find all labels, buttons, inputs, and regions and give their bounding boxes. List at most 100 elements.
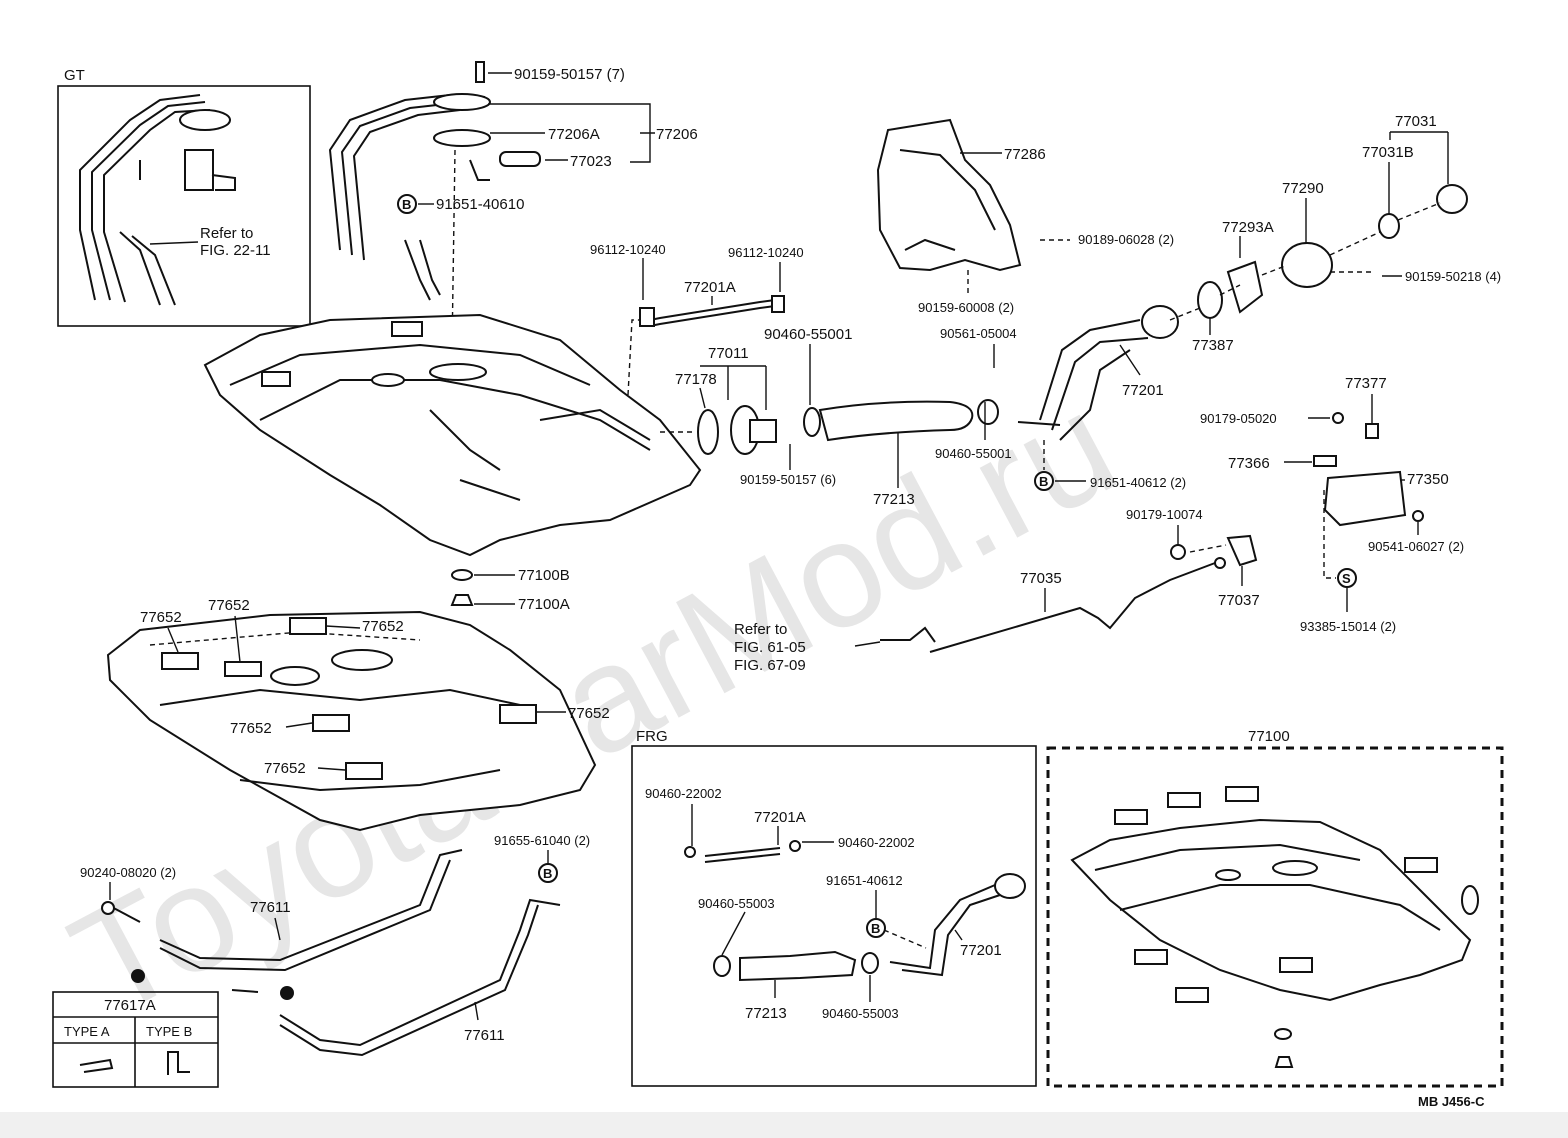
circle-b-marker-4: B: [866, 918, 886, 938]
figure-code: MB J456-C: [1418, 1094, 1485, 1109]
label-93385-15014: 93385-15014 (2): [1300, 619, 1396, 634]
label-90460-22002-b: 90460-22002: [838, 835, 915, 850]
refer-b-line-3: FIG. 67-09: [734, 657, 806, 674]
circle-b-marker-2: B: [1034, 471, 1054, 491]
label-90460-22002-a: 90460-22002: [645, 786, 722, 801]
label-90179-05020: 90179-05020: [1200, 411, 1277, 426]
label-77178: 77178: [675, 371, 717, 388]
label-77206: 77206: [656, 126, 698, 143]
label-77213-frg: 77213: [745, 1005, 787, 1022]
leader-77011: [700, 365, 767, 410]
type-table-col-a: TYPE A: [64, 1024, 110, 1039]
label-77031: 77031: [1395, 113, 1437, 130]
label-77652-6: 77652: [264, 760, 306, 777]
label-77023: 77023: [570, 153, 612, 170]
type-marker-dot-b: [280, 986, 294, 1000]
type-marker-dot-a: [131, 969, 145, 983]
frg-inset-title: FRG: [636, 728, 668, 745]
frg-inset-frame: [631, 745, 1037, 1087]
tank-bottom-drawing: [106, 610, 597, 832]
tank-assembly-frame: [1046, 746, 1504, 1088]
label-77611-a: 77611: [250, 899, 291, 916]
circle-b-text-3: B: [543, 866, 552, 881]
gt-refer-leader: [149, 241, 199, 245]
label-77652-5: 77652: [568, 705, 610, 722]
label-96112-10240-b: 96112-10240: [728, 245, 804, 260]
circle-b-marker: B: [397, 194, 417, 214]
label-77652-3: 77652: [362, 618, 404, 635]
circle-s-marker: S: [1337, 568, 1357, 588]
label-77037: 77037: [1218, 592, 1260, 609]
tank-assembly-drawing: [1070, 786, 1479, 1068]
circle-b-marker-3: B: [538, 863, 558, 883]
leader-77652-6: [317, 767, 346, 771]
label-77201: 77201: [1122, 382, 1164, 399]
label-77652-1: 77652: [140, 609, 182, 626]
leader-90460-55003-a: [721, 911, 746, 956]
gt-refer-line-2: FIG. 22-11: [200, 242, 271, 259]
label-77290: 77290: [1282, 180, 1324, 197]
label-90159-50157-6: 90159-50157 (6): [740, 472, 836, 487]
leader-77201: [1119, 344, 1141, 376]
leader-77652-3: [325, 625, 361, 629]
type-table: 77617A TYPE A TYPE B: [52, 991, 219, 1088]
label-77286: 77286: [1004, 146, 1046, 163]
leader-refer-b: [854, 641, 881, 647]
heat-shield-drawing: [876, 118, 1022, 272]
filler-pipe-drawing: [1017, 184, 1468, 441]
label-77652-2: 77652: [208, 597, 250, 614]
label-91651-40612-frg: 91651-40612: [826, 873, 903, 888]
leader-77652-4: [285, 722, 313, 728]
label-91651-40612-2: 91651-40612 (2): [1090, 475, 1186, 490]
gt-refer-line-1: Refer to: [200, 225, 253, 242]
label-96112-10240-a: 96112-10240: [590, 242, 666, 257]
frg-parts-drawing: [684, 840, 1026, 982]
leader-77201-frg: [954, 929, 963, 941]
label-90460-55003-a: 90460-55003: [698, 896, 775, 911]
label-91655-61040: 91655-61040 (2): [494, 833, 590, 848]
label-90541-06027: 90541-06027 (2): [1368, 539, 1464, 554]
refer-b-line-1: Refer to: [734, 621, 787, 638]
circle-b-text-4: B: [871, 921, 880, 936]
label-77100a: 77100A: [518, 596, 570, 613]
label-77387: 77387: [1192, 337, 1234, 354]
gt-inset-title: GT: [64, 67, 85, 84]
label-77611-b: 77611: [464, 1027, 505, 1044]
label-77100: 77100: [1248, 728, 1290, 745]
label-77100b: 77100B: [518, 567, 570, 584]
leader-77031: [1389, 131, 1449, 184]
gt-inset: GT Refer to FIG. 22-11: [57, 67, 311, 327]
tank-assembly-inset: 77100: [1046, 728, 1504, 1088]
label-77213: 77213: [873, 491, 915, 508]
fuel-lid-drawing: [1313, 412, 1424, 579]
label-90460-55001-b: 90460-55001: [935, 446, 1012, 461]
label-90159-50218: 90159-50218 (4): [1405, 269, 1501, 284]
circle-s-text: S: [1342, 571, 1351, 586]
label-91651-40610: 91651-40610: [436, 196, 524, 213]
label-77377: 77377: [1345, 375, 1387, 392]
label-90159-60008: 90159-60008 (2): [918, 300, 1014, 315]
leader-77652-1: [167, 627, 179, 653]
label-90189-06028: 90189-06028 (2): [1078, 232, 1174, 247]
label-77201a-frg: 77201A: [754, 809, 806, 826]
label-90460-55003-b: 90460-55003: [822, 1006, 899, 1021]
label-77366: 77366: [1228, 455, 1270, 472]
leader-77652-2: [234, 615, 241, 663]
label-77031b: 77031B: [1362, 144, 1414, 161]
label-77206a: 77206A: [548, 126, 600, 143]
type-table-title: 77617A: [104, 997, 156, 1014]
leader-77206-group: [488, 103, 655, 163]
label-77201-frg: 77201: [960, 942, 1002, 959]
label-90561-05004: 90561-05004: [940, 326, 1017, 341]
label-77011: 77011: [708, 345, 749, 362]
frg-inset: FRG 90460-22002 77201A 90460-22002 91651…: [631, 728, 1037, 1087]
gt-fuel-lines-drawing: [79, 94, 236, 306]
label-77201a: 77201A: [684, 279, 736, 296]
leader-77611-a: [274, 917, 281, 941]
circle-b-text-2: B: [1039, 474, 1048, 489]
leader-77178: [699, 387, 706, 409]
label-90460-55001-a: 90460-55001: [764, 326, 852, 343]
gt-inset-frame: [57, 85, 311, 327]
